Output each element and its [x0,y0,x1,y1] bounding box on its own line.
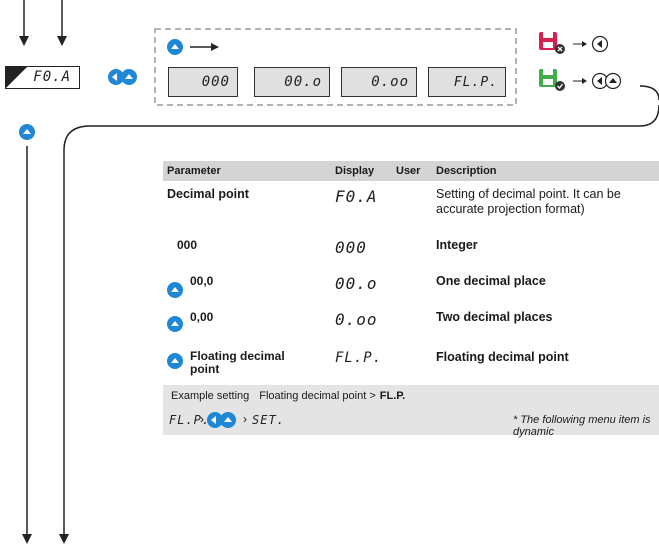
example-sequence-bar: FL.P. › › SET. * The following menu item… [163,407,659,438]
table-row: 00,0 00.o One decimal place [163,267,659,304]
option-box-one-decimal: 00.o [254,67,330,97]
option-name: 000 [163,231,331,268]
up-button-icon[interactable] [167,39,183,55]
up-button-icon[interactable] [167,282,183,298]
parameter-code: F0.A [33,69,71,85]
parameter-display-box: F0.A [5,66,80,89]
left-up-buttons-icon[interactable] [207,412,237,428]
table-row: 000 000 Integer [163,231,659,268]
chevron-right-icon: › [200,412,204,426]
left-button-icon[interactable] [591,35,609,53]
header-parameter: Parameter [163,161,331,181]
option-description: One decimal place [432,267,659,304]
sequence-start: FL.P. [169,413,211,427]
param-name: Decimal point [163,181,331,232]
option-name-line1: Floating decimal [190,348,285,363]
option-name: 0,00 [163,303,331,344]
option-display: 00.o [335,273,378,293]
save-confirm-icon [539,69,565,91]
corner-marker [6,67,27,88]
table-row: 0,00 0.oo Two decimal places [163,303,659,344]
dynamic-menu-note: * The following menu item is dynamic [513,414,651,438]
table-header-row: Parameter Display User Description [163,161,659,181]
option-name: 00,0 [163,267,331,304]
header-description: Description [432,161,659,181]
left-up-buttons-icon[interactable] [108,69,138,85]
option-name-line2: point [190,361,220,376]
option-description: Floating decimal point [432,343,659,384]
example-value: FL.P. [379,390,406,402]
option-box-floating: FL.P. [428,67,506,97]
sequence-end: SET. [252,413,285,427]
option-display: 000 [335,237,367,257]
example-setting-bar: Example setting Floating decimal point >… [163,385,659,407]
param-description-line1: Setting of decimal point. It can be [436,187,621,201]
option-description: Two decimal places [432,303,659,344]
param-display: F0.A [335,187,378,206]
example-text: Floating decimal point > [259,390,376,402]
chevron-right-icon: › [243,412,247,426]
header-user: User [392,161,432,181]
arrow-right-icon [573,78,587,84]
save-cancel-icon [539,32,565,54]
option-description: Integer [432,231,659,268]
example-label: Example setting [171,390,250,402]
table-row-main: Decimal point F0.A Setting of decimal po… [163,181,659,232]
param-description-line2: accurate projection format) [436,202,585,216]
option-box-integer: 000 [168,67,238,97]
left-up-outline-buttons-icon[interactable] [591,72,623,90]
up-button-icon[interactable] [167,316,183,332]
option-display: 0.oo [335,309,378,329]
parameter-table: Parameter Display User Description Decim… [163,161,659,384]
option-box-two-decimals: 0.oo [341,67,417,97]
header-display: Display [331,161,392,181]
up-button-icon[interactable] [167,353,183,369]
table-row: Floating decimal point FL.P. Floating de… [163,343,659,384]
option-display: FL.P. [335,349,383,366]
arrow-right-icon [573,41,587,47]
up-button-icon[interactable] [19,124,35,140]
